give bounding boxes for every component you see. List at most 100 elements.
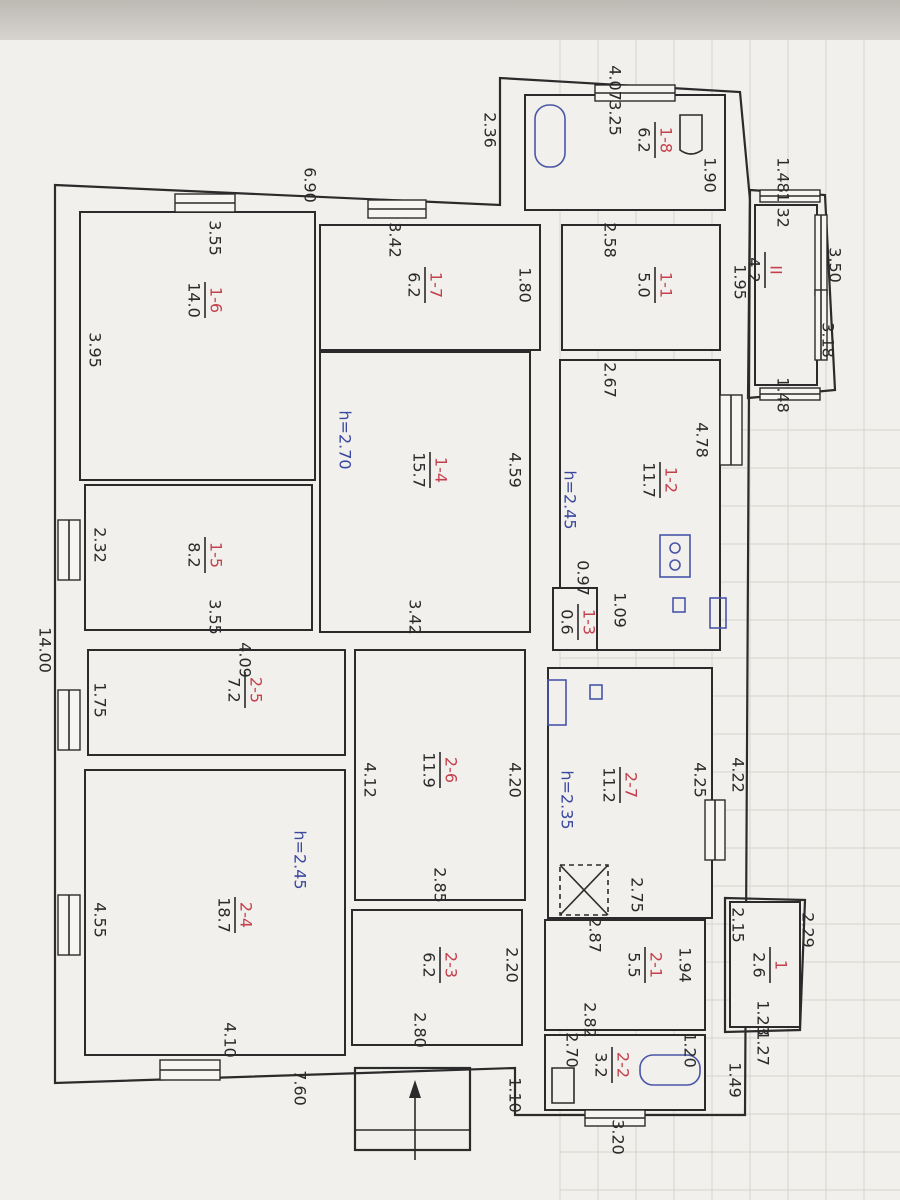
dimension-label: 4.78: [693, 422, 712, 458]
room-area: 11.7: [640, 462, 659, 498]
dimension-label: 4.09: [236, 642, 255, 678]
entrance-steps: [353, 1066, 472, 1152]
room-number: 2-1: [647, 952, 666, 978]
room-2-7: [547, 667, 713, 919]
room-2-4: [84, 769, 346, 1056]
dimension-label: 2.87: [586, 917, 605, 953]
room-area: 5.5: [625, 952, 644, 977]
fixtures: [409, 104, 727, 1160]
room-number: 1-1: [657, 272, 676, 298]
dimension-label: 2.85: [431, 867, 450, 903]
dimension-label: 4.12: [361, 762, 380, 798]
room-area: 0.6: [558, 609, 577, 634]
room-area: 6.2: [635, 127, 654, 152]
radiator-icon: [547, 679, 567, 726]
room-number: 2-3: [442, 952, 461, 978]
ceiling-height: h=2.35: [558, 770, 577, 829]
room-1-8: [524, 94, 726, 211]
dimension-label: 1.49: [726, 1062, 745, 1098]
room-area: 5.0: [635, 272, 654, 297]
ceiling-height: h=2.70: [336, 410, 355, 469]
stove-icon: [659, 534, 691, 578]
room-area: 4.2: [745, 257, 764, 282]
boiler-icon: [589, 684, 603, 700]
dimension-label: 1.32: [774, 192, 793, 228]
dimension-label: 2.75: [628, 877, 647, 913]
entrance-arrow-head: [409, 1080, 421, 1098]
dimension-label: 1.95: [731, 264, 750, 300]
dimension-label: 4.22: [729, 757, 748, 793]
dimension-label: 1.80: [516, 267, 535, 303]
room-area: 7.2: [225, 677, 244, 702]
bathtub-icon: [639, 1054, 701, 1086]
dimension-label: 3.95: [86, 332, 105, 368]
room-number: 2-4: [237, 902, 256, 928]
dimension-label: 2.82: [581, 1002, 600, 1038]
dimension-label: 4.59: [506, 452, 525, 488]
ceiling-height: h=2.45: [561, 470, 580, 529]
room-area: 8.2: [185, 542, 204, 567]
hatch-cross: [559, 864, 609, 916]
room-area: 6.2: [405, 272, 424, 297]
dimension-label: 6.90: [301, 167, 320, 203]
porch-wall: [723, 896, 807, 1034]
dimension-label: 3.55: [206, 599, 225, 635]
room-area: 18.7: [215, 897, 234, 933]
ceiling-height: h=2.45: [291, 830, 310, 889]
room-number: 1-7: [427, 272, 446, 298]
dimension-label: 4.07: [606, 65, 625, 101]
radiator-icon: [709, 597, 727, 629]
room-number: II: [767, 265, 786, 274]
dimension-label: 3.20: [609, 1119, 628, 1155]
dimension-label: 1.20: [681, 1032, 700, 1068]
dimension-label: 1.94: [676, 947, 695, 983]
room-area: 14.0: [185, 282, 204, 318]
room-2-2: [544, 1034, 706, 1111]
room-area: 3.2: [592, 1052, 611, 1077]
dimension-label: 14.00: [36, 627, 55, 673]
room-number: 1-5: [207, 542, 226, 568]
dimension-label: 2.32: [91, 527, 110, 563]
room-1-7: [319, 224, 541, 351]
room-area: 11.2: [600, 767, 619, 803]
room-1-6: [79, 211, 316, 481]
dimension-label: 3.42: [386, 222, 405, 258]
burner-icon: [669, 542, 681, 554]
room-number: 1-3: [580, 609, 599, 635]
dimension-label: 4.55: [91, 902, 110, 938]
room-number: 1-4: [432, 457, 451, 483]
dimension-label: 3.50: [826, 247, 845, 283]
toilet-icon: [551, 1067, 575, 1104]
dimension-label: 3.25: [606, 100, 625, 136]
dimension-label: 2.20: [503, 947, 522, 983]
room-area: 15.7: [410, 452, 429, 488]
dimension-label: 2.70: [563, 1032, 582, 1068]
dimension-label: 2.36: [481, 112, 500, 148]
room-area: 11.9: [420, 752, 439, 788]
room-area: 2.6: [750, 952, 769, 977]
dimension-label: 2.15: [729, 907, 748, 943]
dimension-label: 3.42: [406, 599, 425, 635]
room-1-4: [319, 351, 531, 633]
room-number: 2-6: [442, 757, 461, 783]
room-2-3: [351, 909, 523, 1046]
room-II: [754, 204, 818, 386]
room-number: 1: [772, 960, 791, 970]
room-number: 2-7: [622, 772, 641, 798]
dimension-label: 4.25: [691, 762, 710, 798]
dimension-label: 1.90: [701, 157, 720, 193]
room-1-5: [84, 484, 313, 631]
dimension-label: 1.10: [506, 1077, 525, 1113]
attic-hatch-icon: [559, 864, 609, 916]
dimension-label: 4.10: [221, 1022, 240, 1058]
dimension-label: 3.55: [206, 220, 225, 256]
room-1-1: [561, 224, 721, 351]
dimension-label: 2.29: [799, 912, 818, 948]
dimension-label: 2.67: [601, 362, 620, 398]
dimension-label: 2.80: [411, 1012, 430, 1048]
room-number: 1-8: [657, 127, 676, 153]
room-number: 1-6: [207, 287, 226, 313]
toilet-icon: [679, 114, 703, 155]
dimension-label: 1.23: [754, 1000, 773, 1036]
